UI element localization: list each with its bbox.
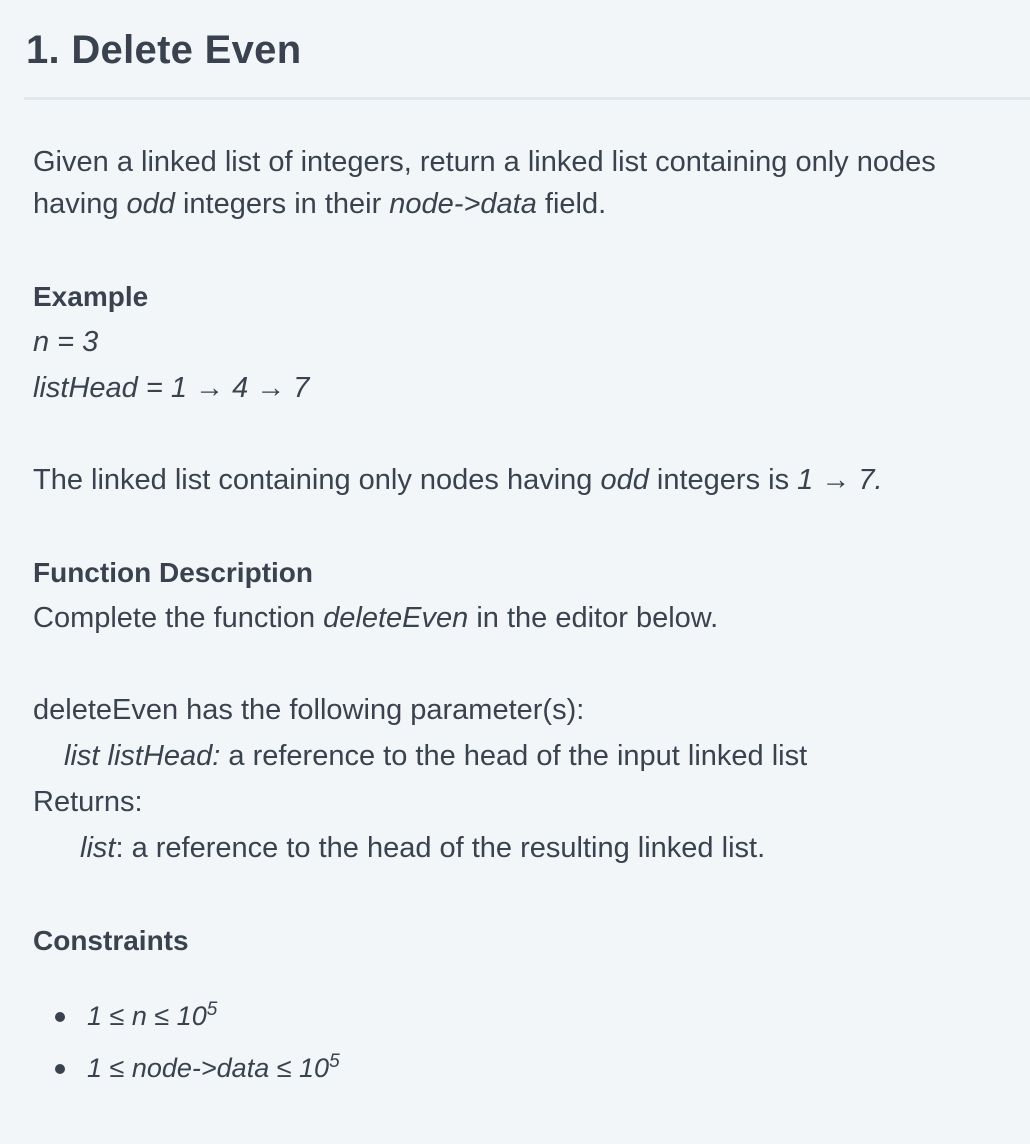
constraint-expression: 1 ≤ n ≤ 10 xyxy=(87,1001,207,1031)
bullet-icon xyxy=(55,1012,65,1022)
result-text-a: The linked list containing only nodes ha… xyxy=(33,464,601,496)
title-divider xyxy=(24,97,1030,100)
result-list: 1 → 7. xyxy=(797,464,883,496)
intro-odd-term: odd xyxy=(126,188,175,220)
complete-text-a: Complete the function xyxy=(33,602,324,634)
return-description: : a reference to the head of the resulti… xyxy=(115,832,766,864)
example-list-line: listHead = 1 → 4 → 7 xyxy=(33,372,310,404)
page-title: 1. Delete Even xyxy=(26,28,302,72)
constraint-expression: 1 ≤ node->data ≤ 10 xyxy=(87,1053,330,1083)
return-line: list: a reference to the head of the res… xyxy=(80,827,765,869)
intro-line-2: having odd integers in their node->data … xyxy=(33,183,606,225)
constraint-exponent: 5 xyxy=(206,999,218,1020)
example-n-line: n = 3 xyxy=(33,326,99,358)
parameters-line: deleteEven has the following parameter(s… xyxy=(33,694,585,726)
parameter-line: list listHead: a reference to the head o… xyxy=(64,735,807,777)
complete-function-line: Complete the function deleteEven in the … xyxy=(33,597,718,639)
constraint-text: 1 ≤ node->data ≤ 105 xyxy=(87,1048,340,1088)
result-text-c: integers is xyxy=(648,464,798,496)
intro-line-1: Given a linked list of integers, return … xyxy=(33,141,936,183)
intro-node-data-term: node->data xyxy=(389,188,537,220)
returns-label: Returns: xyxy=(33,786,143,818)
complete-text-c: in the editor below. xyxy=(468,602,719,634)
constraints-heading: Constraints xyxy=(33,925,189,956)
result-odd-term: odd xyxy=(600,464,649,496)
example-heading: Example xyxy=(33,281,149,312)
function-description-heading: Function Description xyxy=(33,557,313,588)
parameter-description: a reference to the head of the input lin… xyxy=(220,740,808,772)
intro-text-2e: field. xyxy=(536,188,607,220)
constraint-text: 1 ≤ n ≤ 105 xyxy=(87,996,217,1036)
bullet-icon xyxy=(55,1064,65,1074)
intro-text-2c: integers in their xyxy=(174,188,390,220)
constraint-exponent: 5 xyxy=(329,1051,340,1072)
parameter-name: list listHead: xyxy=(64,740,221,772)
return-type: list xyxy=(80,832,116,864)
example-result-line: The linked list containing only nodes ha… xyxy=(33,459,883,501)
intro-text-1: Given a linked list of integers, return … xyxy=(33,146,936,178)
intro-text-2a: having xyxy=(33,188,127,220)
function-name: deleteEven xyxy=(323,602,469,634)
